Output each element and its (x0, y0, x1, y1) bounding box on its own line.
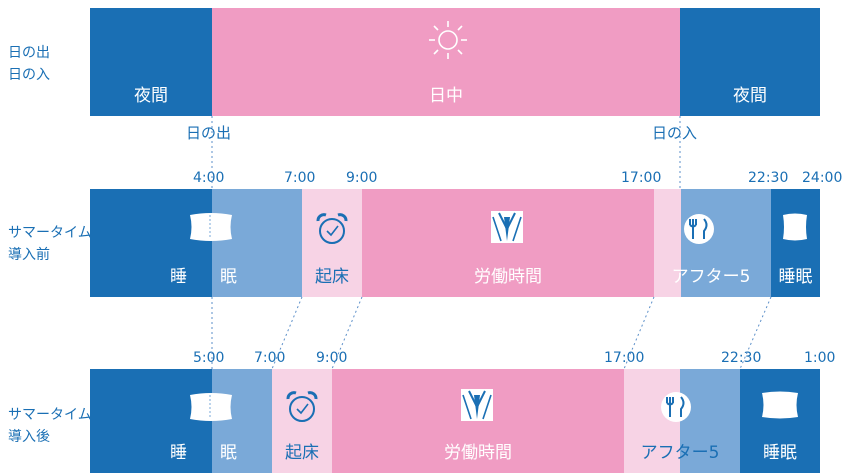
before-sleep-night-label: 睡眠 (778, 267, 813, 287)
after-band: 睡 眠 起床 労働時間 (90, 369, 820, 473)
row-label-after-line2: 導入後 (8, 429, 50, 445)
after-tick-2: 9:00 (316, 350, 348, 366)
after-after5: アフター5 (641, 369, 740, 473)
dining-icon (658, 389, 694, 429)
row-label-before-line2: 導入前 (8, 247, 50, 263)
after-tick-0: 5:00 (193, 350, 225, 366)
row-label-after-line1: サマータイム (8, 407, 92, 423)
suit-icon (489, 209, 525, 249)
before-tick-3: 17:00 (621, 170, 662, 186)
before-wake: 起床 (302, 189, 362, 297)
before-tick-2: 9:00 (346, 170, 378, 186)
connector-2 (331, 296, 363, 370)
after-sleep-dark: 睡 (90, 369, 212, 473)
after-sleep-light: 眠 (212, 369, 272, 473)
before-after5: アフター5 (672, 189, 771, 297)
suit-icon (459, 387, 495, 427)
before-band: 睡 眠 起床 労働時間 (90, 189, 820, 297)
before-sleep-dark: 睡 (90, 189, 212, 297)
connector-1 (271, 296, 303, 370)
after-tick-3: 17:00 (604, 350, 645, 366)
connector-3 (623, 296, 655, 370)
row-label-sun: 日の出 日の入 (8, 42, 50, 86)
before-sleep-label-b: 眠 (220, 267, 237, 287)
before-wake-label: 起床 (315, 267, 349, 287)
before-tick-0: 4:00 (193, 170, 225, 186)
before-tick-1: 7:00 (284, 170, 316, 186)
before-after5-pink (654, 189, 681, 297)
sun-band: 夜間 日中 夜間 (90, 8, 820, 116)
sunset-label: 日の入 (652, 124, 698, 142)
row-label-before-line1: サマータイム (8, 225, 92, 241)
before-tick-4: 22:30 (748, 170, 789, 186)
sunrise-label: 日の出 (186, 124, 232, 142)
night-label-right: 夜間 (733, 86, 767, 106)
connector-4 (739, 296, 772, 370)
day-segment: 日中 (212, 8, 680, 116)
day-label: 日中 (429, 86, 463, 106)
pillow-icon (781, 211, 809, 247)
after-tick-5: 1:00 (804, 350, 836, 366)
after-sleep-night-label: 睡眠 (763, 443, 797, 463)
pillow-icon (760, 389, 800, 425)
after-wake: 起床 (272, 369, 332, 473)
pillow-icon (188, 211, 234, 247)
alarm-clock-icon (314, 211, 350, 251)
before-work: 労働時間 (362, 189, 654, 297)
after-sleep-label-b: 眠 (220, 443, 237, 463)
after-work-label: 労働時間 (444, 443, 512, 463)
night-label-left: 夜間 (134, 86, 168, 106)
before-after5-label: アフター5 (671, 267, 751, 287)
dining-icon (681, 211, 717, 251)
row-label-sun-line1: 日の出 (8, 45, 50, 61)
alarm-clock-icon (284, 389, 320, 429)
before-sleep-night: 睡眠 (771, 189, 820, 297)
sun-icon (428, 20, 468, 64)
before-work-label: 労働時間 (474, 267, 542, 287)
after-work: 労働時間 (332, 369, 624, 473)
after-tick-1: 7:00 (254, 350, 286, 366)
row-label-after: サマータイム 導入後 (8, 404, 92, 448)
after-tick-4: 22:30 (721, 350, 762, 366)
after-wake-label: 起床 (285, 443, 319, 463)
after-after5-label: アフター5 (640, 443, 720, 463)
before-sleep-label-a: 睡 (170, 267, 187, 287)
pillow-icon (188, 391, 234, 427)
before-sleep-light: 眠 (212, 189, 302, 297)
row-label-sun-line2: 日の入 (8, 67, 50, 83)
after-sleep-label-a: 睡 (170, 443, 187, 463)
night-segment-right: 夜間 (680, 8, 820, 116)
row-label-before: サマータイム 導入前 (8, 222, 92, 266)
before-tick-5: 24:00 (802, 170, 843, 186)
night-segment-left: 夜間 (90, 8, 212, 116)
after-sleep-night: 睡眠 (740, 369, 820, 473)
